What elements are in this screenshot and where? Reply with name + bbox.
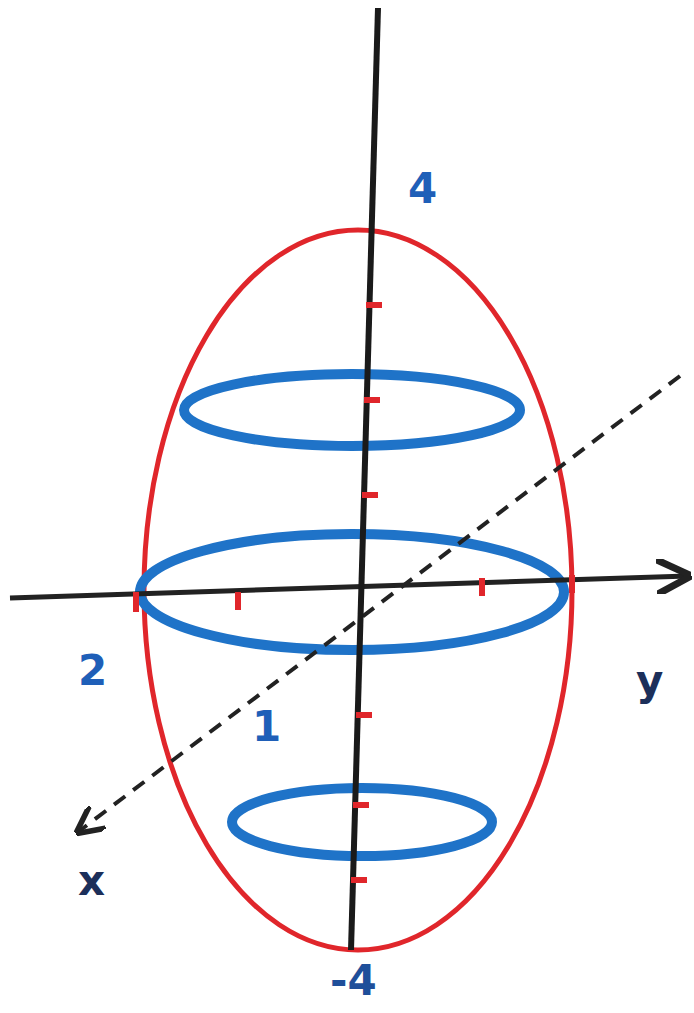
z-axis bbox=[351, 8, 378, 950]
cross-section bbox=[184, 374, 520, 446]
axis-label: x bbox=[78, 860, 105, 902]
axis-label: y bbox=[636, 660, 663, 702]
y-axis bbox=[10, 576, 688, 598]
x-axis bbox=[78, 376, 680, 832]
axis-value: 2 bbox=[78, 650, 107, 692]
axis-value: 4 bbox=[408, 168, 437, 210]
axis-value: -4 bbox=[330, 960, 377, 1002]
axis-value: 1 bbox=[252, 706, 281, 748]
cross-section bbox=[232, 788, 492, 856]
tick-marks bbox=[136, 305, 572, 880]
